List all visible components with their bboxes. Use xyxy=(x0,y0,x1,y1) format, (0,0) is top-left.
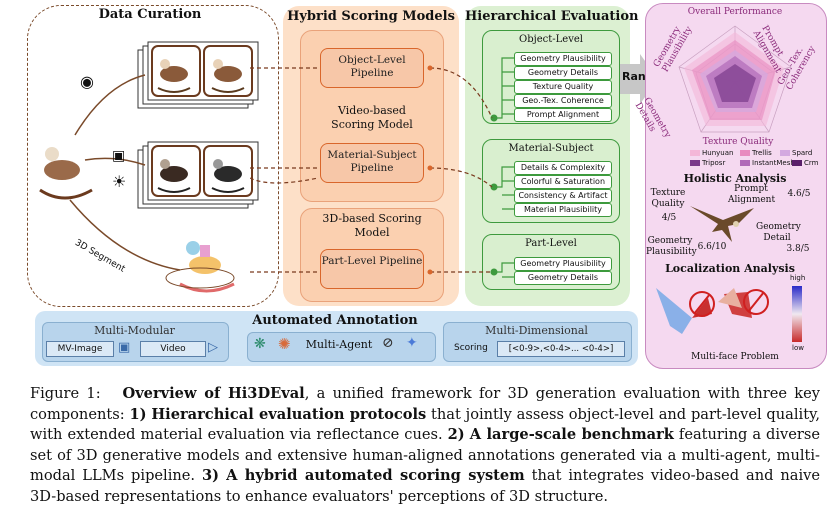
colorbar-high: high xyxy=(790,274,806,282)
holistic-label: Geometry Detail xyxy=(756,222,801,243)
agent-icon: ✦ xyxy=(406,335,418,351)
agent-icon: ❋ xyxy=(254,336,266,352)
part-item: Geometry Plausibility xyxy=(514,257,612,271)
part-pipeline: Part-Level Pipeline xyxy=(320,249,424,289)
data-curation-title: Data Curation xyxy=(98,7,202,22)
hierarchical-title: Hierarchical Evaluation xyxy=(465,9,639,24)
caption-bold: 3) xyxy=(202,467,220,484)
annotation-title: Automated Annotation xyxy=(252,313,418,328)
eagle-image xyxy=(690,206,754,242)
caption-bold: 1) xyxy=(129,405,147,423)
part-level-title: Part-Level xyxy=(525,238,577,249)
material-level-title: Material-Subject xyxy=(508,143,594,154)
caption-bold: A large-scale benchmark xyxy=(469,426,674,443)
video-label: Video xyxy=(140,341,206,357)
localization-figure xyxy=(656,288,769,334)
localization-title: Localization Analysis xyxy=(665,262,795,275)
object-item: Geometry Details xyxy=(514,66,612,80)
material-item: Consistency & Artifact xyxy=(514,189,612,203)
holistic-label: Texture Quality xyxy=(650,188,686,209)
multi-dimensional-label: Multi-Dimensional xyxy=(485,324,588,337)
holistic-title: Holistic Analysis xyxy=(683,172,787,185)
object-item: Geometry Plausibility xyxy=(514,52,612,66)
holistic-value: 6.6/10 xyxy=(697,242,727,252)
radar-axis: Texture Quality xyxy=(702,137,774,147)
agent-icon: ✺ xyxy=(278,335,291,353)
figure-caption: Figure 1: Overview of Hi3DEval, a unifie… xyxy=(30,384,820,507)
material-pipeline: Material-Subject Pipeline xyxy=(320,143,424,183)
legend-item: InstantMesh xyxy=(740,159,795,167)
colorbar-low: low xyxy=(792,344,804,352)
caption-bold: 2) xyxy=(447,426,465,443)
video-icon: ▷ xyxy=(208,340,218,355)
legend-item: Hunyuan xyxy=(690,149,733,157)
part-item: Geometry Details xyxy=(514,271,612,285)
tree-connectors xyxy=(490,57,514,278)
caption-bold: A hybrid automated scoring system xyxy=(226,467,525,484)
caption-lead: Figure 1: xyxy=(30,385,101,402)
scoring-label: Scoring xyxy=(454,343,488,353)
caption-text: that integrates video-based and naive 3D… xyxy=(30,467,821,505)
holistic-value: 4/5 xyxy=(661,213,677,223)
data-curation-panel xyxy=(27,5,279,307)
localization-problem: Multi-face Problem xyxy=(691,352,779,362)
mv-image-label: MV-Image xyxy=(46,341,114,357)
caption-bold: Overview of Hi3DEval xyxy=(122,385,305,402)
caption-text: featuring a diverse set of 3D generative… xyxy=(30,426,821,484)
model3d-label: 3D-based Scoring Model xyxy=(322,212,422,239)
legend-item: Trellis xyxy=(740,149,772,157)
radar-chart xyxy=(678,25,792,133)
flow-arrows xyxy=(250,65,493,275)
material-item: Details & Complexity xyxy=(514,161,612,175)
object-item: Prompt Alignment xyxy=(514,108,612,122)
video-model-label: Video-based Scoring Model xyxy=(331,104,413,131)
caption-text: , a unified framework for 3D generation … xyxy=(30,385,820,423)
legend-item: Triposr xyxy=(690,159,725,167)
multi-modular-label: Multi-Modular xyxy=(94,324,175,337)
legend-item: Spard xyxy=(780,149,812,157)
material-item: Colorful & Saturation xyxy=(514,175,612,189)
data-curation-illustration xyxy=(39,41,259,293)
sun-icon: ☀ xyxy=(112,172,127,191)
radar-title: Overall Performance xyxy=(687,7,783,17)
multi-agent-label: Multi-Agent xyxy=(305,338,373,351)
material-item: Material Plausibility xyxy=(514,203,612,217)
holistic-value: 4.6/5 xyxy=(787,189,811,199)
scoring-range: [<0-9>,<0-4>... <0-4>] xyxy=(497,341,625,357)
holistic-label: Geometry Plausibility xyxy=(646,236,697,257)
image-icon: ▣ xyxy=(118,340,131,355)
object-level-title: Object-Level xyxy=(519,34,583,45)
camera-icon: ◉ xyxy=(80,72,94,91)
caption-text: that jointly assess object-level and par… xyxy=(30,405,821,444)
hybrid-title: Hybrid Scoring Models xyxy=(287,9,455,24)
object-pipeline: Object-Level Pipeline xyxy=(320,48,424,88)
holistic-value: 3.8/5 xyxy=(786,244,810,254)
object-item: Geo.-Tex. Coherence xyxy=(514,94,612,108)
camera-icon: ▣ xyxy=(112,148,126,164)
colorbar xyxy=(792,286,802,342)
multi-agent-box xyxy=(247,332,436,362)
legend-item: Crm xyxy=(792,159,818,167)
holistic-label: Prompt Alignment xyxy=(728,184,776,205)
agent-icon: ⊘ xyxy=(382,335,394,351)
caption-bold: Hierarchical evaluation protocols xyxy=(151,405,427,423)
object-item: Texture Quality xyxy=(514,80,612,94)
